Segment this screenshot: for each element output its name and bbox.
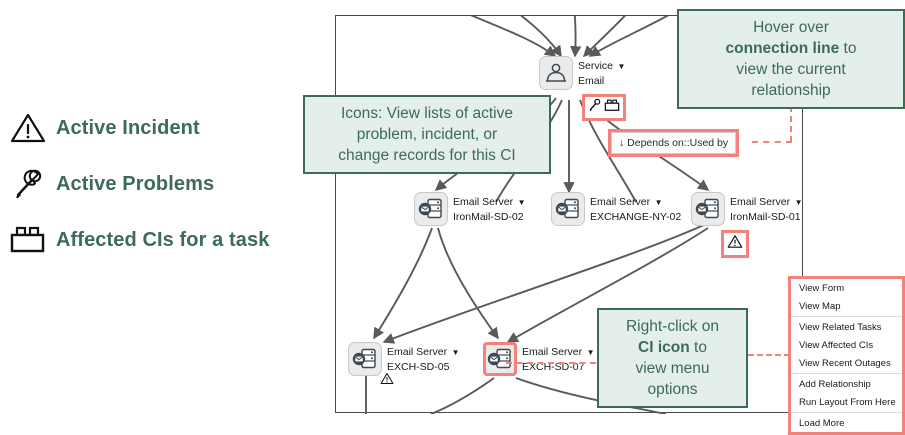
email-server-ci-icon[interactable] [414,192,448,226]
ci-node-type: Email Server [387,346,448,358]
ci-node-name: IronMail-SD-01 [730,211,801,223]
legend: Active Incident Active Problems Affected… [0,100,330,268]
dependency-map-canvas[interactable]: Service ▼ Email [335,15,804,414]
legend-item-label: Affected CIs for a task [56,228,270,251]
menu-item-view-map[interactable]: View Map [799,300,841,312]
ci-node-text: Email Server ▼ IronMail-SD-01 [730,192,802,223]
ci-node-name: EXCH-SD-07 [522,361,585,373]
email-server-ci-icon[interactable] [551,192,585,226]
legend-item-label: Active Problems [56,172,215,195]
ci-node-type: Service [578,60,614,72]
legend-item-label: Active Incident [56,116,200,139]
service-node-badges[interactable] [582,94,626,121]
callout-line: relationship [751,82,831,99]
ci-node-text: Email Server ▼ IronMail-SD-02 [453,192,525,223]
warning-triangle-icon [0,112,56,144]
ci-node-name: IronMail-SD-02 [453,211,524,223]
ci-node-text: Service ▼ Email [578,56,625,87]
ci-node-type: Email Server [453,196,514,208]
callout-line: options [647,381,698,398]
callout-line: connection line to [689,38,893,59]
callout-line: change records for this CI [338,147,516,164]
chevron-down-icon[interactable]: ▼ [794,198,803,207]
callout-line: problem, incident, or [356,126,498,143]
wrench-icon[interactable] [588,98,601,117]
ci-node-text: Email Server ▼ EXCHANGE-NY-02 [590,192,681,223]
annotation-connector-rightclick-right [748,354,790,356]
connection-lines[interactable] [336,16,804,414]
callout-line: view the current [736,61,846,78]
brick-icon [0,225,56,255]
warning-triangle-icon[interactable] [380,372,394,390]
menu-item-run-layout-from-here[interactable]: Run Layout From Here [799,396,896,408]
badge-highlight-box[interactable] [582,94,626,121]
callout-line: CI icon to [609,337,736,358]
menu-item-view-related-tasks[interactable]: View Related Tasks [799,321,882,333]
brick-icon[interactable] [604,99,620,117]
annotation-connector-rightclick-left [506,362,596,364]
ci-node-name: EXCHANGE-NY-02 [590,211,682,223]
ci-node-type: Email Server [522,346,583,358]
incident-badge-exch-sd-05[interactable] [380,372,394,390]
legend-item-active-incident: Active Incident [0,100,330,156]
menu-separator [791,316,902,317]
ci-node-text: Email Server ▼ EXCH-SD-07 [522,342,594,373]
callout-text-tail: to [689,339,707,356]
legend-item-active-problems: Active Problems [0,156,330,212]
chevron-down-icon[interactable]: ▼ [451,348,460,357]
ci-node-name: Email [578,75,605,87]
callout-line: Icons: View lists of active [340,105,513,122]
menu-item-view-form[interactable]: View Form [799,282,845,294]
callout-bold: CI icon [638,339,690,356]
callout-line: Hover over [689,17,893,38]
callout-line: Right-click on [625,318,720,335]
chevron-down-icon[interactable]: ▼ [617,62,626,71]
callout-hover-connection-line: Hover over connection line to view the c… [677,9,905,109]
email-server-ci-icon[interactable] [483,342,517,376]
menu-item-view-affected-cis[interactable]: View Affected CIs [799,339,874,351]
callout-text-tail: to [839,40,857,57]
ci-node-name: EXCH-SD-05 [387,361,450,373]
callout-bold: connection line [725,40,840,57]
ci-node-text: Email Server ▼ EXCH-SD-05 [387,342,459,373]
ci-node-ironmail-sd-01[interactable]: Email Server ▼ IronMail-SD-01 [691,192,802,226]
annotation-connector-hover-vertical [790,106,792,142]
wrench-icon [0,167,56,201]
service-ci-icon[interactable] [539,56,573,90]
callout-line: view menu [635,360,710,377]
ci-node-type: Email Server [730,196,791,208]
chevron-down-icon[interactable]: ▼ [517,198,526,207]
callout-right-click: Right-click on CI icon to view menu opti… [597,308,748,408]
ci-node-exchange-ny-02[interactable]: Email Server ▼ EXCHANGE-NY-02 [551,192,681,226]
menu-item-view-recent-outages[interactable]: View Recent Outages [799,357,891,369]
warning-triangle-icon[interactable] [727,234,743,254]
ci-node-exch-sd-07[interactable]: Email Server ▼ EXCH-SD-07 [483,342,594,376]
ci-node-ironmail-sd-02[interactable]: Email Server ▼ IronMail-SD-02 [414,192,525,226]
annotation-connector-hover [752,141,792,143]
menu-separator [791,373,902,374]
ci-node-service-email[interactable]: Service ▼ Email [539,56,625,90]
incident-badge-ironmail-sd-01[interactable] [721,230,749,258]
callout-icons: Icons: View lists of active problem, inc… [303,95,551,174]
email-server-ci-icon[interactable] [691,192,725,226]
menu-separator [791,412,902,413]
menu-item-load-more[interactable]: Load More [799,417,845,429]
ci-node-exch-sd-05[interactable]: Email Server ▼ EXCH-SD-05 [348,342,459,376]
relationship-tooltip: ↓ Depends on::Used by [608,129,740,157]
ci-context-menu[interactable]: View Form View Map View Related Tasks Vi… [788,276,905,435]
menu-item-add-relationship[interactable]: Add Relationship [799,378,871,390]
chevron-down-icon[interactable]: ▼ [586,348,595,357]
callout-text: Hover over [753,19,829,36]
email-server-ci-icon[interactable] [348,342,382,376]
badge-highlight-box[interactable] [721,230,749,258]
ci-node-type: Email Server [590,196,651,208]
legend-item-affected-cis: Affected CIs for a task [0,212,330,268]
chevron-down-icon[interactable]: ▼ [654,198,663,207]
relationship-tooltip-text: ↓ Depends on::Used by [611,132,737,154]
